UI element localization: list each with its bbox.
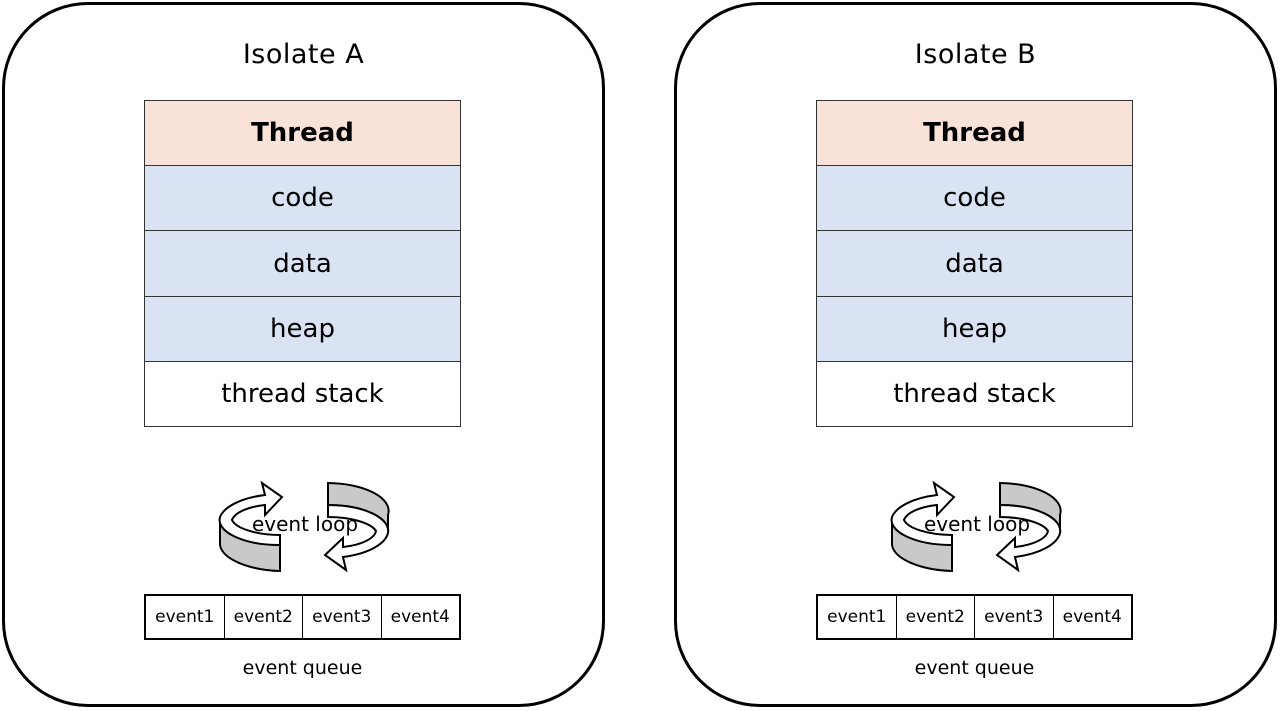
event-queue-label: event queue [242,657,363,679]
thread-row: Thread [145,101,460,167]
queue-cell: event4 [390,607,450,627]
code-row: code [145,166,460,232]
code-row: code [817,166,1132,232]
queue-cell: event1 [818,596,897,638]
heap-row: heap [145,296,460,362]
isolate-b-container: Isolate B Thread code data heap thread s… [674,2,1277,707]
event-loop-label: event loop [923,512,1031,536]
isolate-title: Isolate A [242,39,365,70]
thread-stack-row: thread stack [817,361,1132,427]
event-queue: event1 event2 event3 event4 [816,594,1133,640]
event-queue: event1 event2 event3 event4 [144,594,461,640]
circular-arrows-icon [218,480,390,573]
queue-cell: event3 [975,596,1054,638]
event-loop-label: event loop [251,512,359,536]
memory-stack: Thread code data heap thread stack [816,100,1133,427]
queue-cell: event2 [897,596,975,638]
data-row: data [817,231,1132,297]
queue-cell: event1 [146,596,225,638]
queue-cell: event3 [303,596,382,638]
memory-stack: Thread code data heap thread stack [144,100,461,427]
queue-cell: event4 [1062,607,1122,627]
thread-stack-row: thread stack [145,361,460,427]
isolate-a-container: Isolate A Thread code data heap thread s… [2,2,605,707]
event-queue-label: event queue [914,657,1035,679]
isolate-title: Isolate B [914,39,1037,70]
thread-row: Thread [817,101,1132,167]
heap-row: heap [817,296,1132,362]
circular-arrows-icon [890,480,1062,573]
data-row: data [145,231,460,297]
queue-cell: event2 [225,596,303,638]
